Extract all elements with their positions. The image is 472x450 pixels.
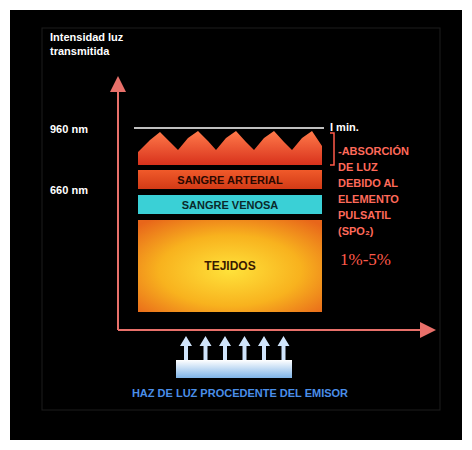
axis-title: Intensidad luz transmitida [50, 30, 160, 58]
i-min-line [134, 127, 324, 129]
light-arrow [200, 336, 212, 360]
band: SANGRE ARTERIAL [138, 170, 322, 189]
light-arrows [180, 336, 290, 360]
wavelength-label: 960 nm [50, 122, 110, 136]
venous-band [138, 195, 322, 214]
emitter-beam [176, 360, 292, 378]
light-arrow [278, 336, 290, 360]
light-arrow [219, 336, 231, 360]
i-min-label: I min. [330, 120, 390, 134]
absorption-note: -ABSORCIÓN DE LUZ DEBIDO AL ELEMENTO PUL… [338, 143, 422, 239]
bracket [330, 133, 334, 165]
x-axis [118, 329, 428, 331]
light-arrow [258, 336, 270, 360]
band: TEJIDOS [138, 220, 322, 312]
wavelength-label: 660 nm [50, 183, 110, 197]
tissue-band [138, 220, 322, 312]
venous-band-label: SANGRE VENOSA [182, 199, 279, 211]
light-arrow [180, 336, 192, 360]
arterial-band [138, 170, 322, 189]
y-axis [117, 84, 119, 330]
background [10, 10, 462, 440]
tissue-band-label: TEJIDOS [204, 259, 255, 273]
emitter-caption: HAZ DE LUZ PROCEDENTE DEL EMISOR [60, 386, 420, 400]
frame [42, 28, 440, 410]
arterial-band-label: SANGRE ARTERIAL [177, 174, 282, 186]
percent-range: 1%-5% [340, 250, 420, 270]
pulsatile-peaks [138, 131, 322, 165]
light-arrow [239, 336, 251, 360]
band: SANGRE VENOSA [138, 195, 322, 214]
